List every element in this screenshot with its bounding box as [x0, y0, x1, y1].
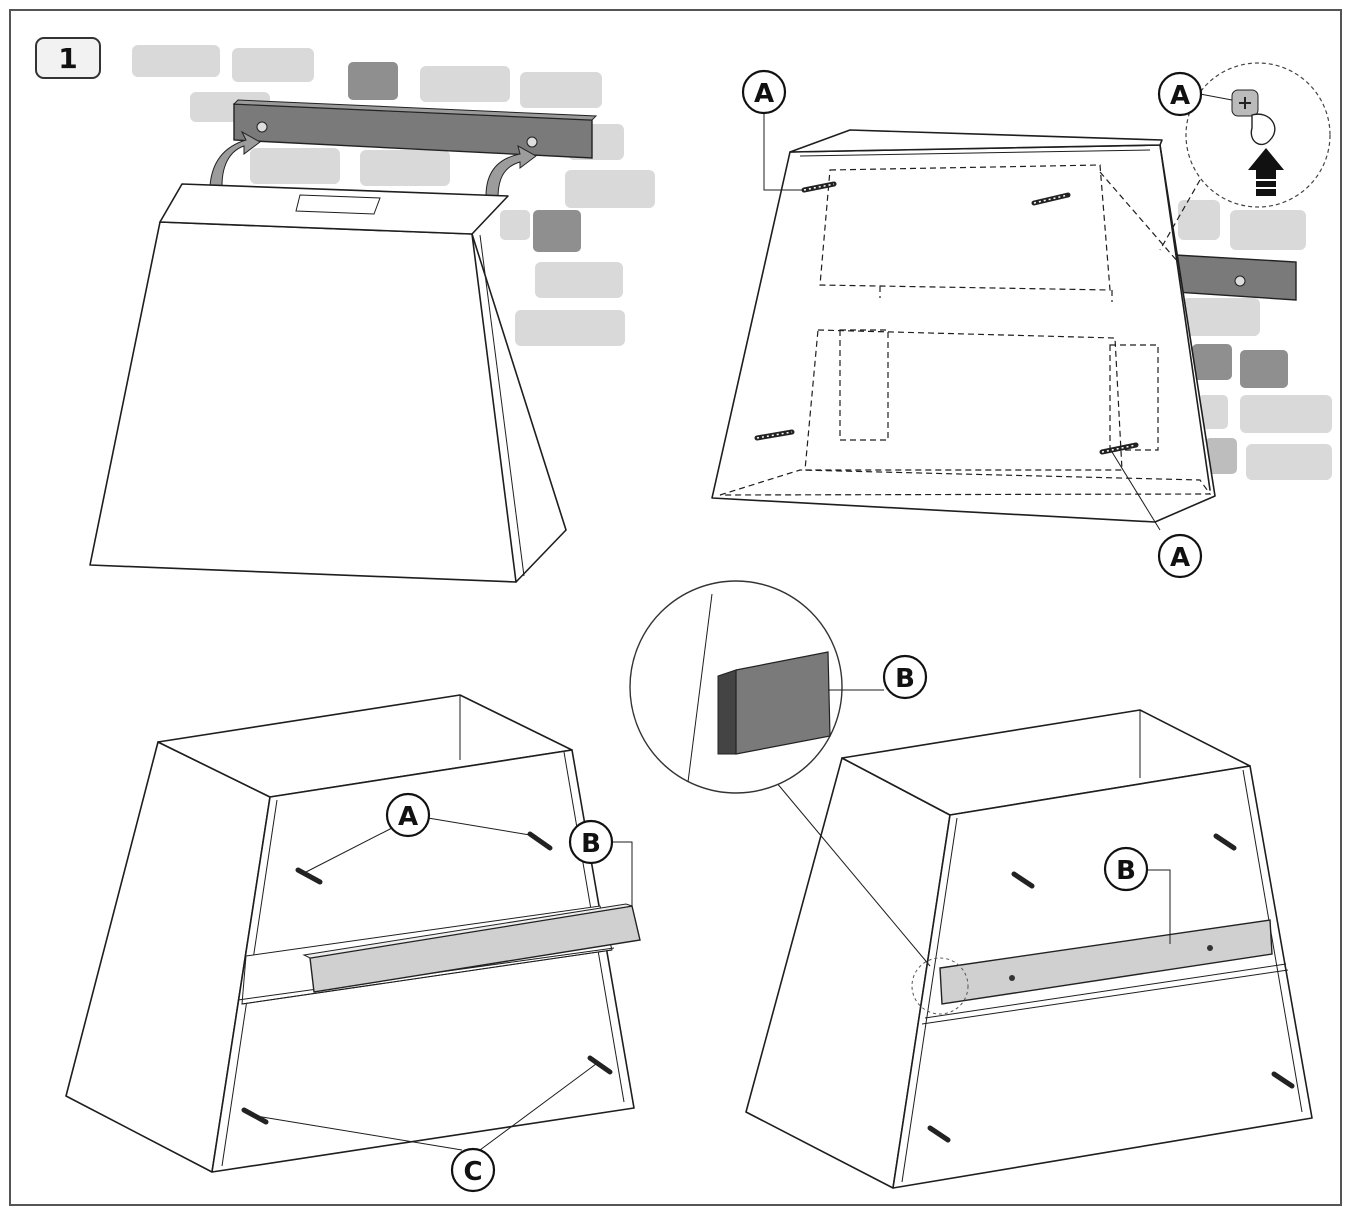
callout-c-panel3: C: [450, 1147, 496, 1193]
panel-4-rail-fixed: [629, 580, 1313, 1189]
callout-label: A: [1170, 543, 1190, 573]
callout-label: C: [463, 1157, 482, 1187]
callout-a-panel2-top-left: A: [741, 69, 787, 115]
callout-b-panel4: B: [1103, 846, 1149, 892]
callout-label: B: [1116, 856, 1136, 886]
up-arrow-icon: [1248, 148, 1284, 196]
screw-c-right: [587, 1055, 613, 1075]
callout-b-detail: B: [882, 654, 928, 700]
screw-c-left: [241, 1107, 269, 1125]
lift-arrow-left: [209, 130, 261, 187]
callout-label: B: [895, 664, 915, 694]
rail-detail-magnified: [629, 580, 884, 794]
panel-3-rail-insertion: [65, 694, 641, 1173]
screw-a-left: [295, 867, 323, 885]
panel-2-screw-mounting: [711, 62, 1332, 531]
callout-label: A: [1170, 81, 1190, 111]
brick-wall-right: [1178, 200, 1332, 480]
step-number: 1: [58, 42, 77, 75]
screw-top-right: [1031, 192, 1071, 206]
callout-label: A: [754, 79, 774, 109]
callout-a-panel2-top-right: A: [1157, 71, 1203, 117]
lift-arrow-right: [485, 145, 537, 199]
rail-b-mounted: [939, 919, 1273, 1005]
screw-top-left: [801, 181, 837, 193]
callout-a-panel3: A: [385, 792, 431, 838]
screw-4-top-right: [1213, 833, 1237, 851]
callout-a-panel2-bottom: A: [1157, 533, 1203, 579]
wall-bracket: [232, 99, 598, 159]
step-badge: 1: [35, 37, 101, 79]
screw-detail-callout: [1159, 62, 1331, 251]
hood-body: [89, 183, 567, 583]
callout-b-panel3: B: [568, 819, 614, 865]
screw-4-bottom-right: [1271, 1071, 1295, 1089]
screw-4-bottom-left: [927, 1125, 951, 1143]
screw-4-top-left: [1011, 871, 1035, 889]
rail-b: [302, 903, 641, 993]
wall-bracket-side: [1174, 254, 1297, 301]
panel-1-wall-bracket: [89, 45, 655, 583]
screw-bottom-left: [754, 429, 795, 441]
screw-bottom-right: [1099, 442, 1139, 455]
callout-label: A: [398, 802, 418, 832]
screw-a-right: [527, 831, 553, 851]
hood-body-transparent: [711, 129, 1216, 523]
callout-label: B: [581, 829, 601, 859]
